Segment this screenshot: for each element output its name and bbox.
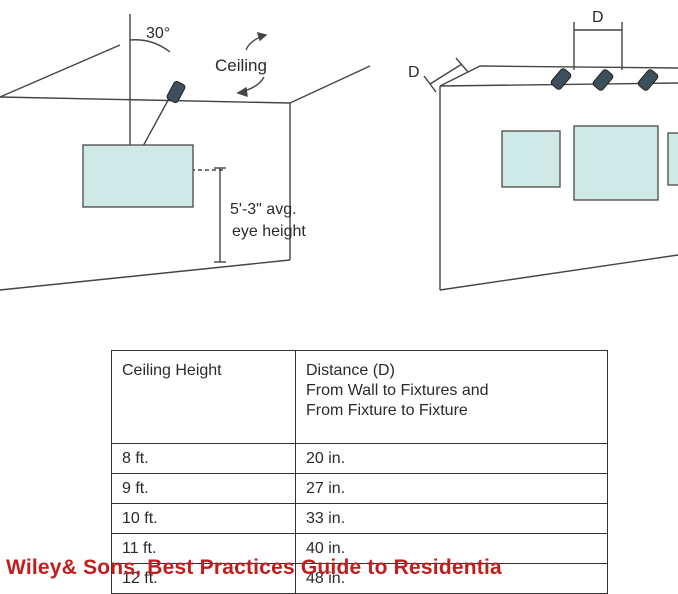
ceiling-height-header: Ceiling Height bbox=[111, 350, 296, 444]
d-side-tick-b bbox=[455, 57, 469, 73]
right-fixture-1 bbox=[550, 68, 572, 90]
right-art-panel-3 bbox=[667, 132, 678, 186]
left-art-panel bbox=[82, 144, 194, 208]
left-ceiling-back-line bbox=[0, 44, 121, 98]
ceiling-arrow-upper-head bbox=[256, 32, 268, 42]
right-floor-line bbox=[439, 254, 678, 291]
eye-height-label-line1: 5'-3" avg. bbox=[230, 201, 297, 218]
lighting-placement-diagram: 30° Ceiling 5'-3" avg. eye height D D bbox=[0, 9, 678, 291]
d-dimension-line-side bbox=[429, 63, 463, 85]
table-row: 12 ft. 48 in. bbox=[111, 563, 608, 594]
ceiling-height-cell: 10 ft. bbox=[111, 503, 296, 534]
distance-header-line1: Distance (D) bbox=[306, 362, 395, 379]
distance-header-line3: From Fixture to Fixture bbox=[306, 402, 468, 419]
left-floor-line bbox=[0, 259, 291, 291]
left-room-drawing bbox=[0, 14, 371, 291]
right-fixture-2 bbox=[592, 69, 614, 91]
distance-cell: 20 in. bbox=[295, 443, 608, 474]
ceiling-height-cell: 9 ft. bbox=[111, 473, 296, 504]
left-fixture bbox=[166, 80, 186, 104]
spacing-label-side: D bbox=[408, 64, 420, 81]
distance-cell: 27 in. bbox=[295, 473, 608, 504]
distance-header-line2: From Wall to Fixtures and bbox=[306, 382, 489, 399]
ceiling-height-cell: 8 ft. bbox=[111, 443, 296, 474]
distance-cell: 48 in. bbox=[295, 563, 608, 594]
ceiling-arrow-lower-head bbox=[236, 86, 248, 98]
right-art-panel-1 bbox=[501, 130, 561, 188]
table-header-row: Ceiling Height Distance (D) From Wall to… bbox=[111, 350, 608, 444]
angle-arc bbox=[129, 39, 171, 53]
angle-label: 30° bbox=[146, 25, 170, 42]
fixture-spacing-table: Ceiling Height Distance (D) From Wall to… bbox=[111, 350, 608, 594]
right-art-panel-2 bbox=[573, 125, 659, 201]
source-caption: Wiley& Sons, Best Practices Guide to Res… bbox=[6, 556, 502, 579]
distance-cell: 40 in. bbox=[295, 533, 608, 564]
eye-height-label-line2: eye height bbox=[232, 223, 306, 240]
distance-cell: 33 in. bbox=[295, 503, 608, 534]
right-fixture-3 bbox=[637, 69, 659, 91]
spacing-label-top: D bbox=[592, 9, 604, 26]
table-row: 8 ft. 20 in. bbox=[111, 443, 608, 474]
table-row: 9 ft. 27 in. bbox=[111, 473, 608, 504]
left-ceiling-edge-line bbox=[0, 96, 291, 104]
table-row: 10 ft. 33 in. bbox=[111, 503, 608, 534]
ceiling-label: Ceiling bbox=[215, 56, 267, 75]
right-ceiling-top-line bbox=[479, 65, 678, 69]
distance-header: Distance (D) From Wall to Fixtures and F… bbox=[295, 350, 608, 444]
right-ceiling-back-line bbox=[439, 65, 481, 87]
d-side-tick-a bbox=[423, 75, 437, 93]
left-ceiling-right-line bbox=[289, 65, 371, 104]
